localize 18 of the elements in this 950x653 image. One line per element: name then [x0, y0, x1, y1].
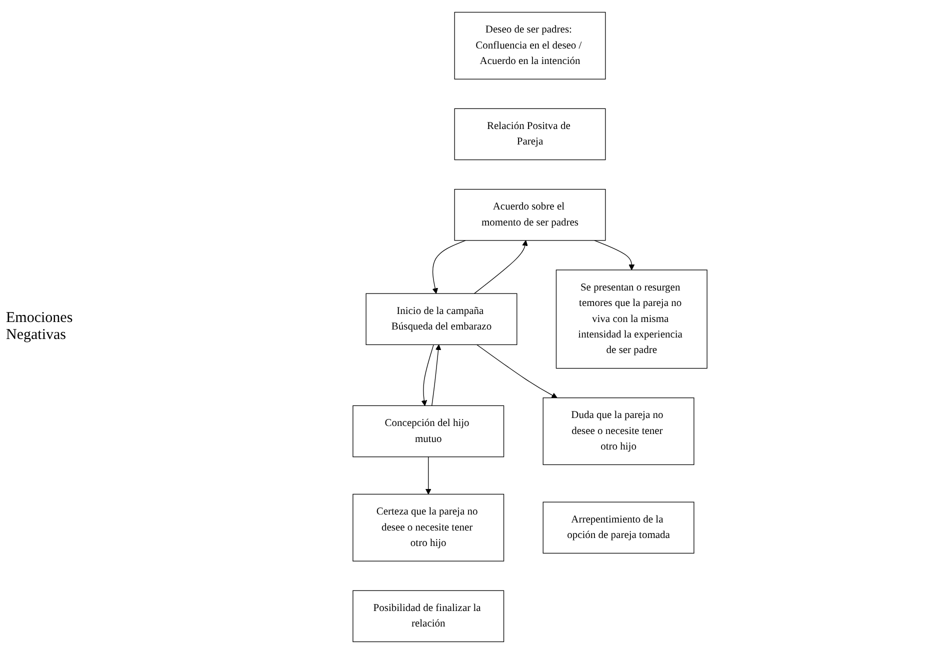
- node-box: Acuerdo sobre el momento de ser padres: [454, 188, 606, 240]
- arrow: [432, 240, 466, 294]
- arrow: [476, 344, 558, 398]
- node-box: Posibilidad de finalizar la relación: [352, 590, 504, 642]
- arrow: [432, 344, 442, 406]
- node-box: Inicio de la campaña Búsqueda del embarazo: [366, 292, 518, 345]
- node-box: Se presentan o resurgen temores que la pareja no viva con la misma intensidad la experiencia de ser padre: [556, 269, 708, 368]
- node-box: Deseo de ser padres: Confluencia en el deseo / Acuerdo en la intención: [454, 11, 606, 79]
- node-box: Certeza que la pareja no desee o necesite tener otro hijo: [352, 493, 504, 561]
- arrow: [594, 240, 635, 270]
- arrow: [425, 456, 432, 494]
- arrow: [474, 240, 528, 294]
- arrow: [421, 344, 434, 406]
- side-label: Emociones Negativas: [6, 310, 74, 344]
- node-box: Relación Positva de Pareja: [454, 108, 606, 160]
- node-box: Duda que la pareja no desee o necesite tener otro hijo: [542, 397, 694, 465]
- node-box: Concepción del hijo mutuo: [352, 404, 504, 457]
- node-box: Arrepentimiento de la opción de pareja tomada: [542, 501, 694, 554]
